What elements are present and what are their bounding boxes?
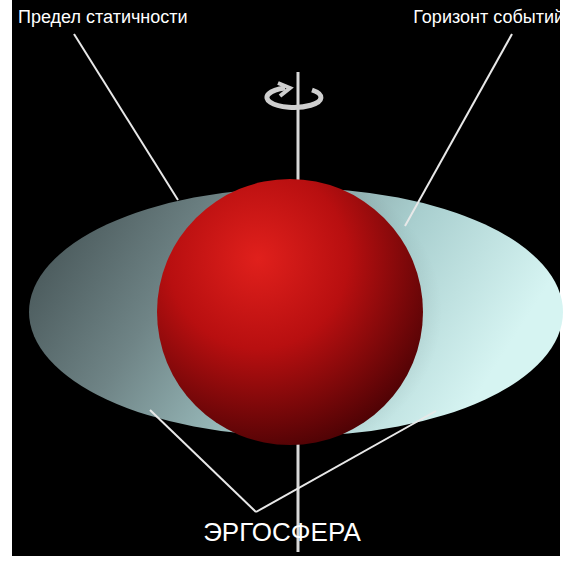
rotation-arrow: [267, 83, 321, 107]
event-horizon-label: Горизонт событий: [413, 8, 564, 28]
leader-lines: [74, 34, 512, 512]
ergosphere-label: ЭРГОСФЕРА: [203, 518, 361, 547]
static-limit-label: Предел статичности: [18, 8, 188, 28]
event-horizon-sphere: [157, 179, 423, 445]
